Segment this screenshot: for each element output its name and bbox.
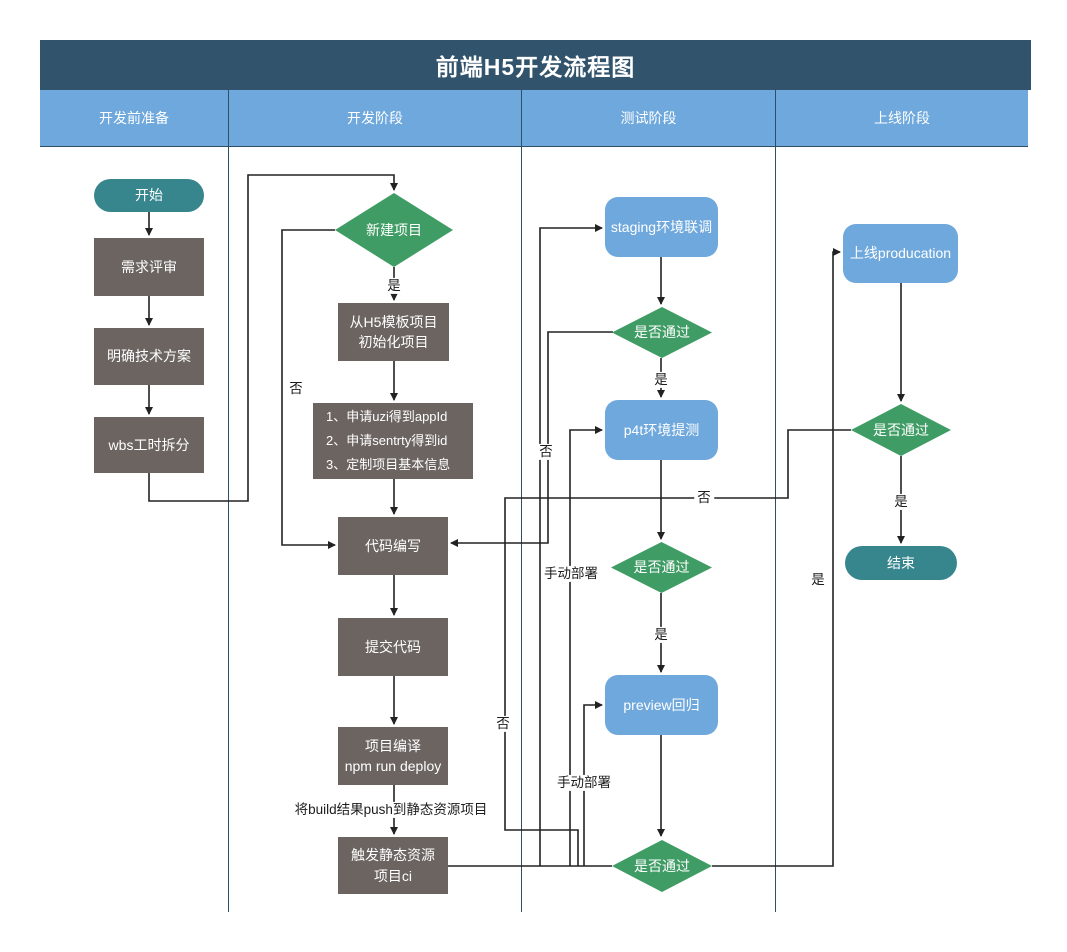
- coding-node: 代码编写: [338, 517, 448, 575]
- init-template-node: 从H5模板项目初始化项目: [338, 303, 449, 361]
- edge-label-yes-p4t-pass: 是: [651, 626, 671, 644]
- edge-label-no-staging-pass: 否: [536, 443, 556, 461]
- build-node: 项目编译 npm run deploy: [338, 727, 448, 785]
- lane-header-dev: 开发阶段: [229, 90, 522, 147]
- setup-step-3: 3、定制项目基本信息: [326, 457, 451, 473]
- preview-node: preview回归: [605, 675, 718, 735]
- staging-env-node: staging环境联调: [605, 197, 718, 257]
- wbs-split-node: wbs工时拆分: [94, 417, 204, 473]
- edge-label-manual-deploy-preview: 手动部署: [554, 774, 614, 792]
- lane-header-test: 测试阶段: [522, 90, 776, 147]
- p4t-env-node: p4t环境提测: [605, 400, 718, 460]
- edge-label-no-new-project: 否: [286, 380, 306, 398]
- build-title: 项目编译: [365, 737, 421, 754]
- edge-label-yes-preview-pass: 是: [808, 571, 828, 589]
- end-node: 结束: [845, 546, 957, 580]
- edge-label-push-build-note: 将build结果push到静态资源项目: [291, 801, 491, 819]
- edge-label-yes-new-project: 是: [384, 277, 404, 295]
- trigger-ci-node: 触发静态资源项目ci: [338, 837, 448, 894]
- start-node: 开始: [94, 179, 204, 212]
- build-command: npm run deploy: [344, 758, 442, 774]
- edge-label-no-return-line: 否: [493, 715, 513, 733]
- tech-plan-node: 明确技术方案: [94, 328, 204, 385]
- commit-code-node: 提交代码: [338, 618, 448, 676]
- setup-step-2: 2、申请sentrty得到id: [326, 432, 448, 448]
- lane-header-release: 上线阶段: [776, 90, 1028, 147]
- edge-label-yes-online-pass: 是: [891, 493, 911, 511]
- lane-header-pre-dev: 开发前准备: [40, 90, 229, 147]
- edge-label-yes-staging-pass: 是: [651, 371, 671, 389]
- edge-label-no-online-pass: 否: [694, 489, 714, 507]
- edge-label-manual-deploy-p4t: 手动部署: [541, 565, 601, 583]
- setup-step-1: 1、申请uzi得到appId: [326, 408, 448, 424]
- diagram-title: 前端H5开发流程图: [40, 40, 1031, 90]
- requirement-review-node: 需求评审: [94, 238, 204, 296]
- online-production-node: 上线producation: [843, 224, 958, 283]
- project-setup-steps-node: 1、申请uzi得到appId 2、申请sentrty得到id 3、定制项目基本信…: [313, 403, 473, 479]
